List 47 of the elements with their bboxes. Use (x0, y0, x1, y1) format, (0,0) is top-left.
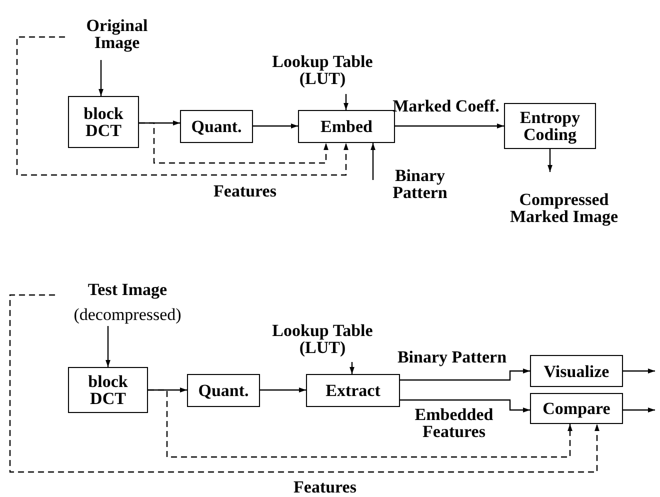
process-box (187, 374, 260, 407)
box-label: block DCT (87, 373, 129, 407)
process-box (530, 393, 623, 424)
dashed-arrow (9, 294, 600, 473)
box-label: Entropy Coding (518, 109, 582, 143)
dashed-arrow (139, 122, 328, 164)
arrow (253, 124, 298, 128)
input-note: (decompressed) (74, 306, 182, 323)
process-box (68, 96, 139, 148)
arrow (400, 368, 530, 381)
input-label: Lookup Table (LUT) (271, 322, 374, 356)
arrow (344, 94, 348, 110)
arrow (623, 368, 655, 374)
arrow (260, 388, 306, 392)
arrow (400, 399, 530, 412)
edge-label: Embedded Features (414, 406, 494, 440)
edge-label: Features (212, 182, 278, 200)
edge-label: Features (292, 478, 358, 496)
edge-label: Binary Pattern (397, 348, 507, 366)
input-label: Original Image (85, 17, 149, 51)
box-label: block DCT (82, 105, 124, 139)
box-label: Visualize (544, 362, 610, 380)
process-box (530, 355, 623, 387)
arrow (350, 362, 354, 374)
box-label: Quant. (198, 382, 249, 399)
output-label: Compressed Marked Image (508, 191, 620, 225)
process-box (504, 103, 596, 149)
dashed-arrow (16, 36, 348, 176)
box-label: Embed (320, 118, 372, 135)
process-box (306, 374, 400, 407)
arrow (370, 143, 376, 180)
arrow (623, 408, 655, 412)
edge-label: Marked Coeff. (392, 98, 500, 114)
box-label: Quant. (191, 118, 242, 135)
arrow (548, 149, 552, 172)
process-box (180, 110, 253, 143)
input-label: Test Image (88, 281, 168, 298)
process-box (68, 367, 148, 413)
arrow (106, 326, 110, 367)
input-label: Lookup Table (LUT) (271, 53, 374, 87)
dashed-arrow (148, 389, 572, 458)
arrow (395, 124, 504, 128)
box-label: Compare (542, 400, 610, 417)
process-box (298, 110, 395, 143)
box-label: Extract (326, 382, 380, 399)
arrow (98, 60, 104, 96)
input-label: Binary Pattern (392, 167, 448, 201)
